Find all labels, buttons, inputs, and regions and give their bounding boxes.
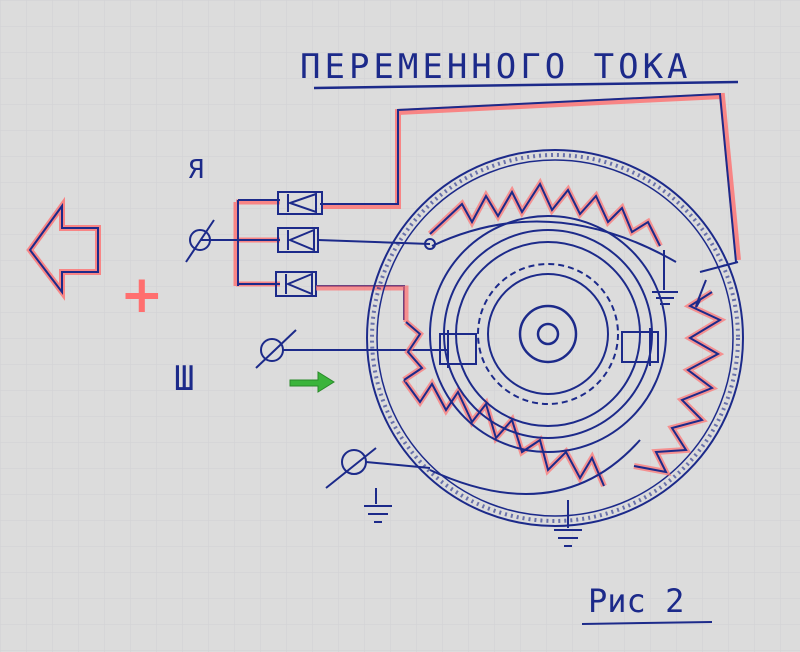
diode-top [277, 191, 323, 215]
stator-ring [366, 149, 744, 527]
output-arrow-icon [26, 196, 101, 301]
field-coil-right [633, 261, 739, 477]
figure-caption: Рис 2 [588, 582, 684, 620]
caption-underline [581, 621, 713, 625]
diode-bottom [275, 271, 317, 297]
brush-right [621, 328, 659, 366]
brush-left [439, 330, 477, 368]
terminal-ya-label: Я [188, 155, 204, 185]
terminal-sh [255, 329, 448, 369]
plus-sign: + [120, 265, 164, 325]
diode-bank [200, 191, 431, 322]
page-title: ПЕРЕМЕННОГО ТОКА [300, 47, 692, 87]
field-coil-top [424, 177, 678, 305]
output-wire [320, 92, 741, 263]
rotor-shaft [518, 304, 578, 364]
title-underline [313, 80, 739, 90]
terminal-ya [185, 219, 215, 263]
terminal-sh-label: Ш [174, 359, 194, 399]
green-arrow-icon [289, 371, 335, 393]
field-coil-left [402, 319, 427, 383]
